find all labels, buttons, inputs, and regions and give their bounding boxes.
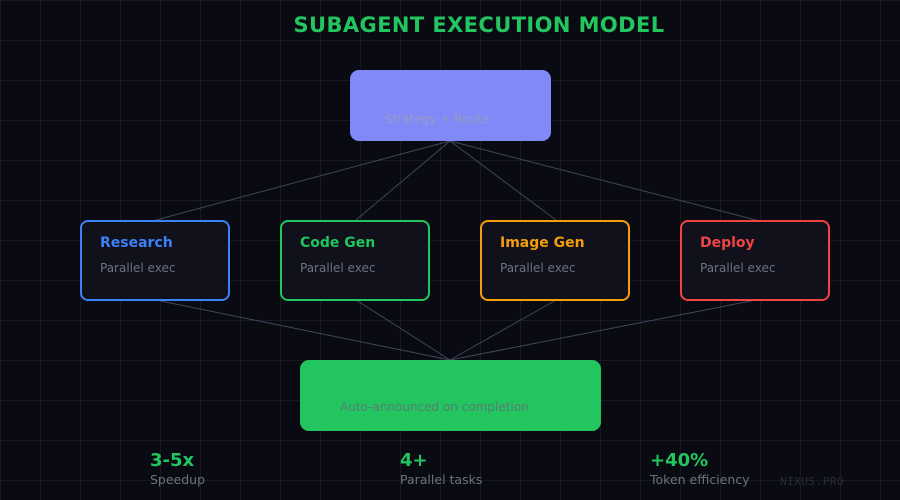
subagent-card-code-gen: Code Gen Parallel exec (280, 220, 430, 301)
connector-research-collector (155, 299, 451, 361)
subagent-card-deploy: Deploy Parallel exec (680, 220, 830, 301)
subagent-name: Image Gen (500, 235, 585, 251)
subagent-card-image-gen: Image Gen Parallel exec (480, 220, 630, 301)
subagent-subtitle: Parallel exec (500, 261, 576, 275)
stat-label: Parallel tasks (400, 472, 483, 487)
orchestrator-subtitle: Strategy + Route (385, 112, 489, 126)
subagent-card-research: Research Parallel exec (80, 220, 230, 301)
stat-value: +40% (650, 450, 709, 471)
watermark: NIXUS.PRO (780, 475, 845, 488)
connector-deploy-collector (449, 299, 757, 361)
stat-label: Speedup (150, 472, 206, 487)
subagent-name: Research (100, 235, 173, 251)
stat-token-efficiency: +40% Token efficiency (650, 450, 750, 488)
connector-orchestrator-codegen (355, 140, 451, 221)
subagent-subtitle: Parallel exec (300, 261, 376, 275)
collector-node: Auto-announced on completion (300, 360, 601, 431)
subagent-name: Code Gen (300, 235, 376, 251)
subagent-name: Deploy (700, 235, 755, 251)
subagent-subtitle: Parallel exec (100, 261, 176, 275)
stat-label: Token efficiency (650, 472, 750, 487)
connector-orchestrator-imagegen (449, 140, 557, 221)
connector-orchestrator-deploy (449, 140, 757, 221)
diagram-title: SUBAGENT EXECUTION MODEL (293, 13, 665, 37)
stat-value: 3-5x (150, 450, 195, 471)
collector-subtitle: Auto-announced on completion (340, 400, 529, 414)
stat-value: 4+ (400, 450, 428, 471)
subagent-subtitle: Parallel exec (700, 261, 776, 275)
connector-imagegen-collector (449, 299, 557, 361)
orchestrator-node: Strategy + Route (350, 70, 551, 141)
connector-codegen-collector (355, 299, 451, 361)
stat-parallel-tasks: 4+ Parallel tasks (400, 450, 482, 488)
stat-speedup: 3-5x Speedup (150, 450, 205, 488)
connector-orchestrator-research (155, 140, 451, 221)
